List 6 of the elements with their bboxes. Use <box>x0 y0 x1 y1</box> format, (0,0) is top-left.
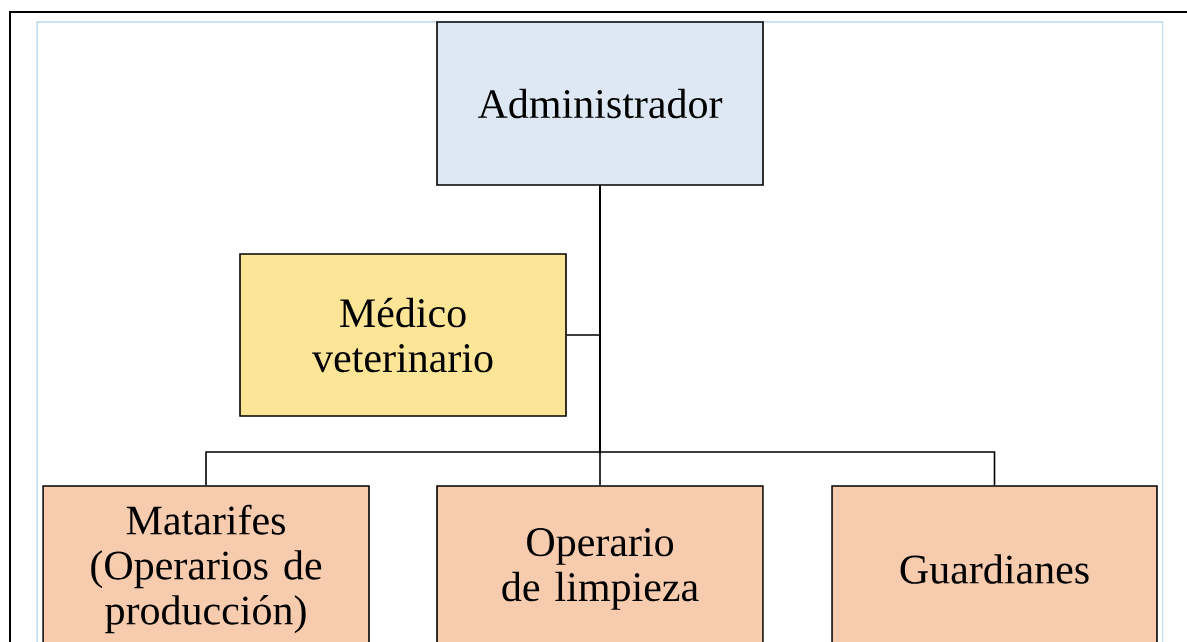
role-box: Médico veterinario <box>239 253 567 417</box>
role-box: Administrador <box>436 21 764 186</box>
role-box: Matarifes (Operarios de producción) <box>42 485 370 642</box>
connector-line <box>599 185 996 486</box>
role-box: Operario de limpieza <box>436 485 764 642</box>
role-box: Guardianes <box>831 485 1158 642</box>
